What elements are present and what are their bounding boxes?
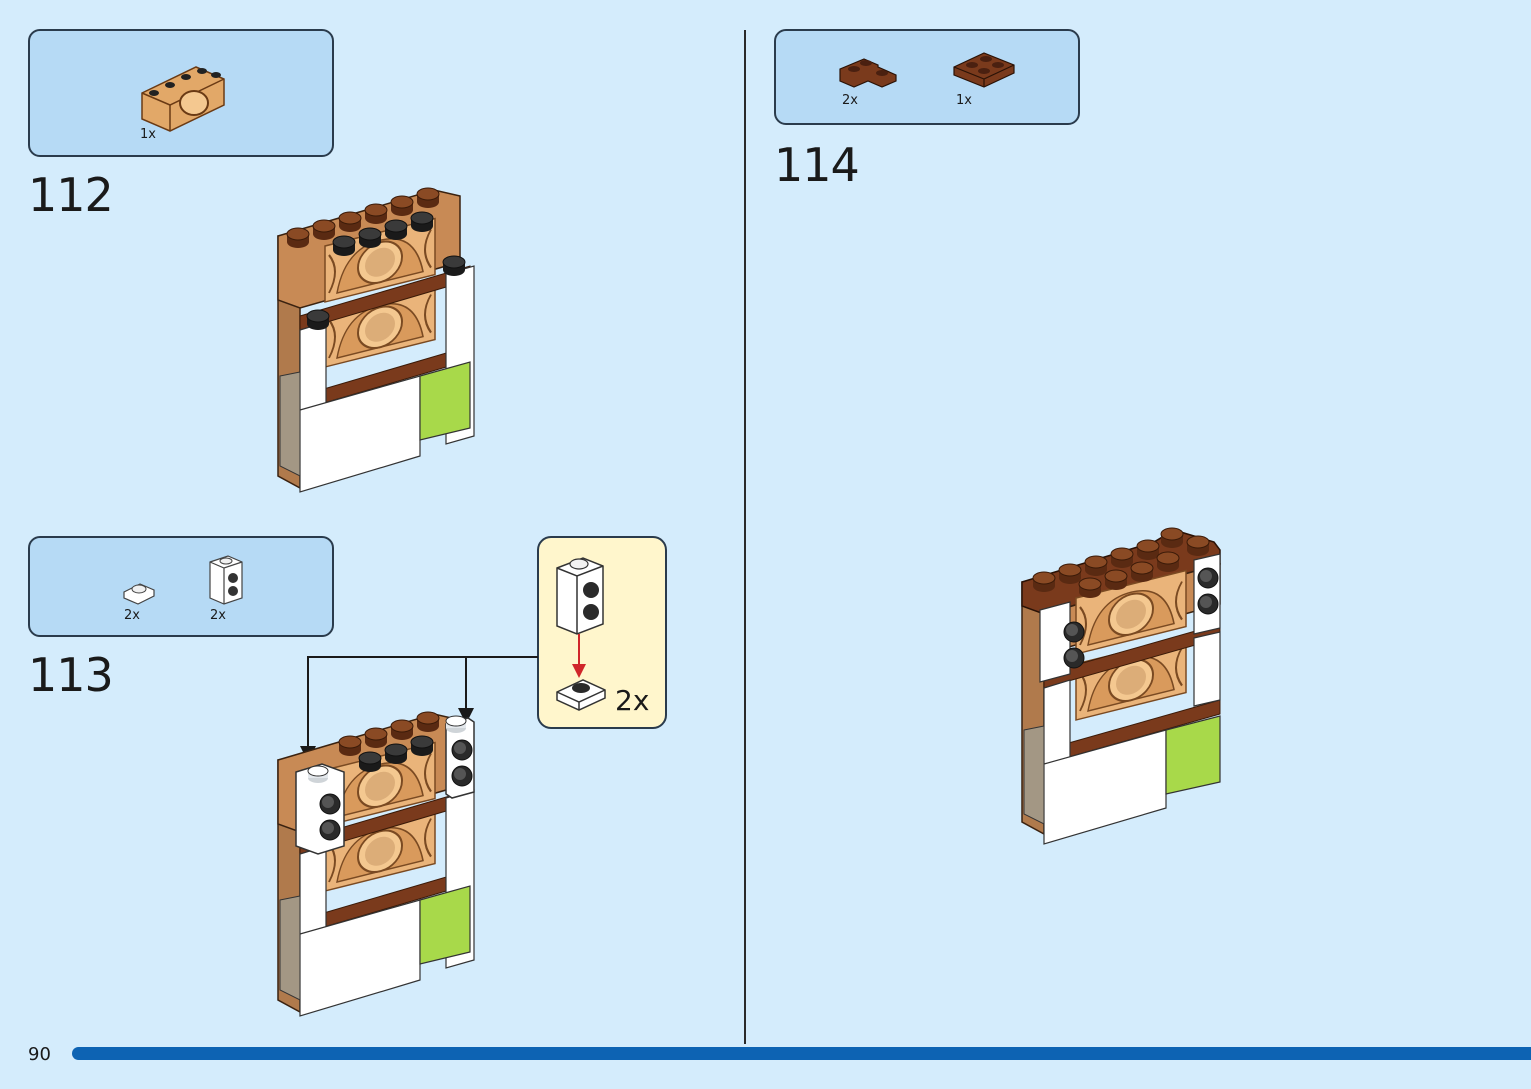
page-divider [744,30,746,1044]
model-step-112 [277,187,475,493]
white-round-plate-icon [123,583,155,605]
page-progress-bar [72,1047,1531,1060]
model-step-113 [277,711,475,1017]
parts-box-step-112: 1x [28,29,334,157]
part-qty: 2x [210,608,226,623]
white-side-stud-brick-icon [556,557,604,635]
sub-assembly-callout: 2x [537,536,667,729]
step-number-113: 113 [28,648,114,702]
part-qty: 2x [124,608,140,623]
parts-box-step-114: 2x 1x [774,29,1080,125]
callout-qty: 2x [615,684,650,717]
brown-corner-plate-icon [839,58,897,88]
part-qty: 1x [140,127,156,142]
red-arrow-icon [572,634,586,678]
white-side-stud-brick-icon [209,555,243,605]
page-number: 90 [28,1044,51,1065]
step-number-114: 114 [774,138,860,192]
tan-arch-brick-icon [141,66,225,132]
part-qty: 2x [842,93,858,108]
step-number-112: 112 [28,168,114,222]
parts-box-step-113: 2x 2x [28,536,334,637]
white-round-plate-icon [556,679,606,711]
part-qty: 1x [956,93,972,108]
model-step-114 [1021,527,1221,845]
brown-plate-2x2-icon [953,52,1015,88]
